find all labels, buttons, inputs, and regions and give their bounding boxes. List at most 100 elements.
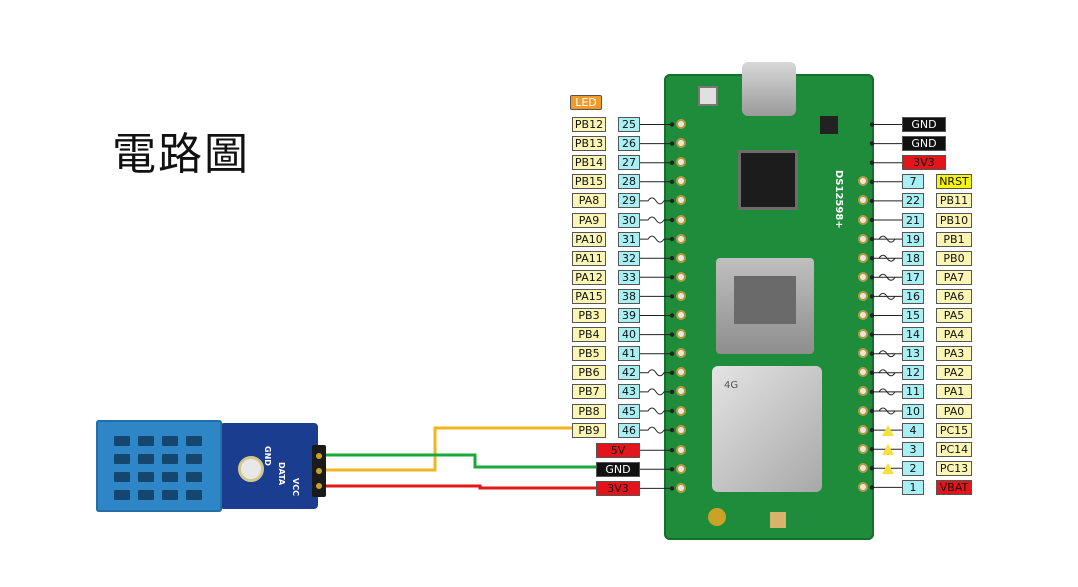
small-chip <box>820 116 838 134</box>
pin-number-right: 16 <box>902 288 924 304</box>
connection-dot <box>869 179 875 184</box>
cellular-module <box>712 366 822 492</box>
connection-dot <box>869 217 875 223</box>
connection-dot <box>869 332 875 337</box>
pin-connection-right <box>872 273 902 281</box>
connection-dot <box>869 141 875 146</box>
board-hole <box>858 348 868 359</box>
board-hole <box>676 271 686 282</box>
connection-dot <box>669 408 675 414</box>
pin-label-left: PB4 <box>572 327 606 343</box>
connection-dot <box>869 408 875 414</box>
sensor-vent <box>186 490 202 500</box>
sensor-vent <box>186 436 202 446</box>
pin-label-left: PB7 <box>572 384 606 400</box>
connection-dot <box>669 370 675 375</box>
antenna-connector <box>708 508 726 526</box>
pin-label-right: PC15 <box>936 422 972 438</box>
sensor-vent <box>114 490 130 500</box>
connection-dot <box>669 275 675 280</box>
pin-number-left: 46 <box>618 422 640 438</box>
pin-connection-left <box>640 407 672 415</box>
connection-dot <box>869 466 875 471</box>
pin-label-right: PA6 <box>936 288 972 304</box>
pin-label-left: PB9 <box>572 422 606 438</box>
sensor-vent <box>186 472 202 482</box>
connection-dot <box>869 351 875 356</box>
power-label-left: 3V3 <box>596 480 640 496</box>
pin-number-right: 19 <box>902 231 924 247</box>
pin-number-right: 1 <box>902 479 924 495</box>
pin-label-right: PB11 <box>936 193 972 209</box>
pin-label-right: PA2 <box>936 365 972 381</box>
pin-label-right: PA5 <box>936 308 972 323</box>
pin-connection-right <box>872 292 902 300</box>
sensor-vent <box>162 490 178 500</box>
usb-connector <box>742 62 796 116</box>
connection-dot <box>669 427 675 433</box>
board-hole <box>858 233 868 244</box>
connection-dot <box>869 236 875 242</box>
pin-number-left: 28 <box>618 174 640 190</box>
pin-connection-right <box>872 369 902 377</box>
connection-dot <box>669 198 675 204</box>
sensor-board <box>220 423 318 509</box>
warning-icon <box>882 462 894 474</box>
connection-dot <box>669 141 675 146</box>
connection-dot <box>869 427 875 433</box>
sim-slot-inner <box>734 276 796 324</box>
pin-label-left: PB12 <box>572 117 606 132</box>
pin-label-right: PC13 <box>936 460 972 476</box>
mcu-chip <box>738 150 798 210</box>
pin-connection-right <box>872 235 902 243</box>
sensor-vent <box>162 454 178 464</box>
pin-label-right: VBAT <box>936 479 972 495</box>
sensor-vent <box>186 454 202 464</box>
pin-connection-left <box>640 388 672 396</box>
board-hole <box>858 252 868 263</box>
pin-number-left: 42 <box>618 365 640 381</box>
board-hole <box>676 119 686 129</box>
board-hole <box>676 252 686 263</box>
pin-dot <box>316 483 322 489</box>
pin-label-right: PB10 <box>936 212 972 228</box>
pin-label-left: PA8 <box>572 193 606 209</box>
board-hole <box>676 386 686 397</box>
pin-label-right: PB1 <box>936 231 972 247</box>
pin-number-right: 10 <box>902 403 924 419</box>
pin-label-right: PB0 <box>936 250 972 266</box>
pin-number-left: 40 <box>618 327 640 343</box>
warning-icon <box>882 424 894 436</box>
pin-label-left: PB3 <box>572 308 606 323</box>
sensor-vent <box>114 472 130 482</box>
board-hole <box>676 444 686 455</box>
pin-number-left: 45 <box>618 403 640 419</box>
pin-number-left: 26 <box>618 136 640 152</box>
board-hole <box>858 290 868 301</box>
pin-number-right: 11 <box>902 384 924 400</box>
connection-dot <box>669 389 675 395</box>
board-hole <box>676 214 686 225</box>
wire-data <box>326 426 596 472</box>
pin-label-right: NRST <box>936 174 972 190</box>
pin-number-right: 4 <box>902 422 924 438</box>
pin-number-left: 39 <box>618 308 640 323</box>
pin-label-left: PA11 <box>572 250 606 266</box>
connection-dot <box>869 389 875 395</box>
power-label-left: 5V <box>596 442 640 458</box>
connection-dot <box>869 485 875 490</box>
power-label-right: GND <box>902 117 946 132</box>
pin-connection-right <box>872 407 902 415</box>
page-title: 電路圖 <box>112 129 250 180</box>
sensor-vent <box>114 454 130 464</box>
sensor-vent <box>114 436 130 446</box>
pin-number-left: 25 <box>618 117 640 132</box>
pin-label-left: PB6 <box>572 365 606 381</box>
pin-connection-right <box>872 350 902 358</box>
pin-label-right: PA1 <box>936 384 972 400</box>
sensor-vent <box>138 472 154 482</box>
pin-number-right: 7 <box>902 174 924 190</box>
connection-dot <box>869 370 875 375</box>
connection-dot <box>869 122 875 127</box>
pin-connection-left <box>640 197 672 205</box>
